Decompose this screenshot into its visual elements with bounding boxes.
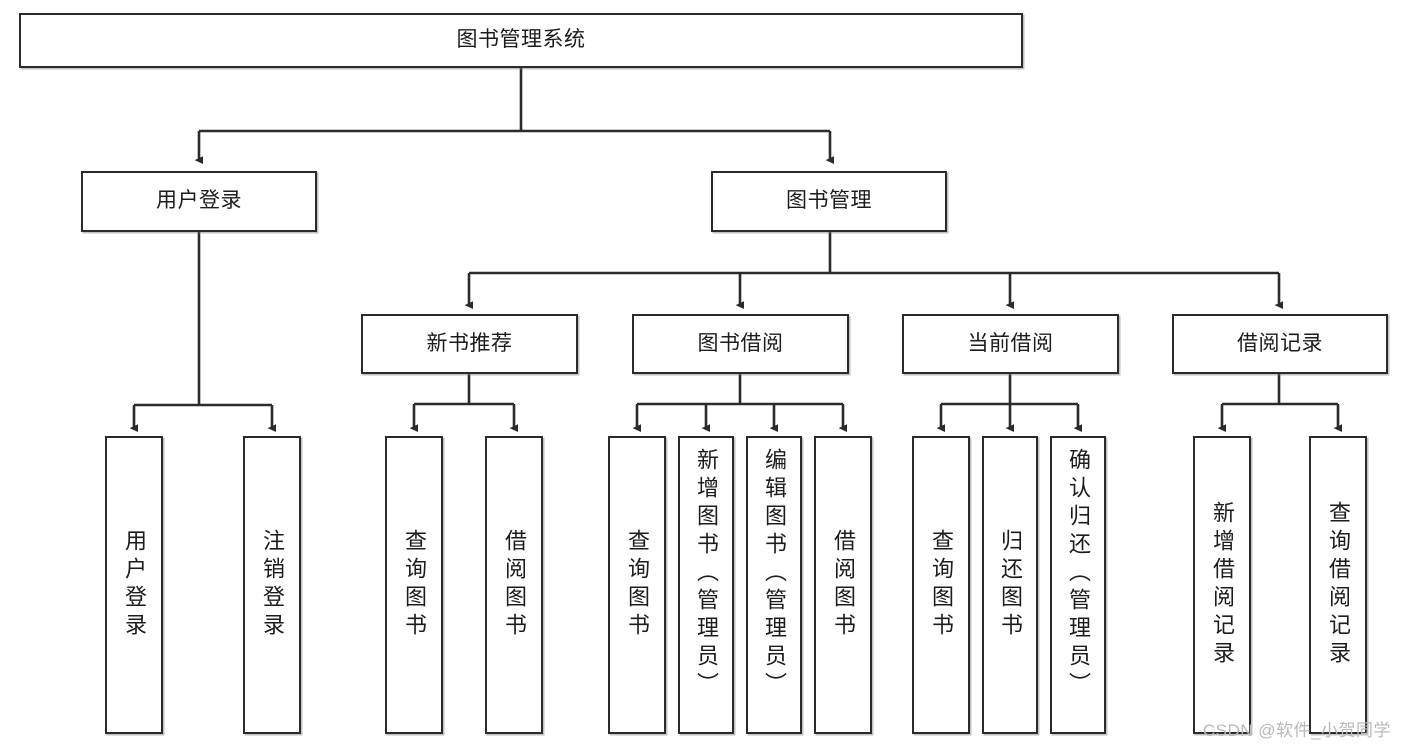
node-label: 图书管理系统	[456, 28, 586, 52]
csdn-watermark: CSDN @软件_小贺同学	[1202, 721, 1391, 740]
leaf-borrow-book[interactable]: 借阅图书	[814, 436, 872, 734]
node-label: 新增借阅记录	[1210, 501, 1235, 669]
node-label: 查询借阅记录	[1326, 501, 1351, 669]
node-book-management[interactable]: 图书管理	[711, 171, 947, 232]
leaf-add-book[interactable]: 新增图书（管理员）	[678, 436, 734, 734]
node-label: 注销登录	[260, 529, 285, 641]
node-label: 借阅图书	[502, 529, 527, 641]
node-label: 确认归还（管理员）	[1066, 448, 1091, 700]
node-label: 用户登录	[122, 529, 147, 641]
node-label: 图书借阅	[697, 331, 784, 355]
node-book-management-system[interactable]: 图书管理系统	[19, 13, 1023, 68]
leaf-query-book-borrow[interactable]: 查询图书	[608, 436, 666, 734]
node-label: 新书推荐	[426, 331, 513, 355]
node-label: 编辑图书（管理员）	[762, 448, 787, 700]
leaf-confirm-return[interactable]: 确认归还（管理员）	[1050, 436, 1106, 734]
node-label: 用户登录	[156, 189, 242, 213]
leaf-borrow-book-recommend[interactable]: 借阅图书	[485, 436, 543, 734]
leaf-query-book-recommend[interactable]: 查询图书	[385, 436, 443, 734]
node-label: 查询图书	[625, 529, 650, 641]
node-label: 借阅记录	[1237, 331, 1323, 355]
leaf-logout-login[interactable]: 注销登录	[243, 436, 301, 734]
node-new-book-recommend[interactable]: 新书推荐	[361, 314, 578, 374]
leaf-add-borrow-record[interactable]: 新增借阅记录	[1193, 436, 1251, 734]
node-label: 当前借阅	[967, 331, 1054, 355]
node-label: 图书管理	[786, 189, 872, 213]
node-user-login[interactable]: 用户登录	[81, 171, 317, 232]
leaf-query-borrow-record[interactable]: 查询借阅记录	[1309, 436, 1367, 734]
node-label: 查询图书	[929, 529, 954, 641]
leaf-return-book[interactable]: 归还图书	[982, 436, 1038, 734]
node-label: 查询图书	[402, 529, 427, 641]
leaf-user-login[interactable]: 用户登录	[105, 436, 163, 734]
leaf-query-book-current[interactable]: 查询图书	[912, 436, 970, 734]
node-book-borrow[interactable]: 图书借阅	[632, 314, 849, 374]
node-borrow-record[interactable]: 借阅记录	[1172, 314, 1388, 374]
node-label: 借阅图书	[831, 529, 856, 641]
node-current-borrow[interactable]: 当前借阅	[902, 314, 1119, 374]
leaf-edit-book[interactable]: 编辑图书（管理员）	[746, 436, 802, 734]
node-label: 新增图书（管理员）	[694, 448, 719, 700]
node-label: 归还图书	[998, 529, 1023, 641]
